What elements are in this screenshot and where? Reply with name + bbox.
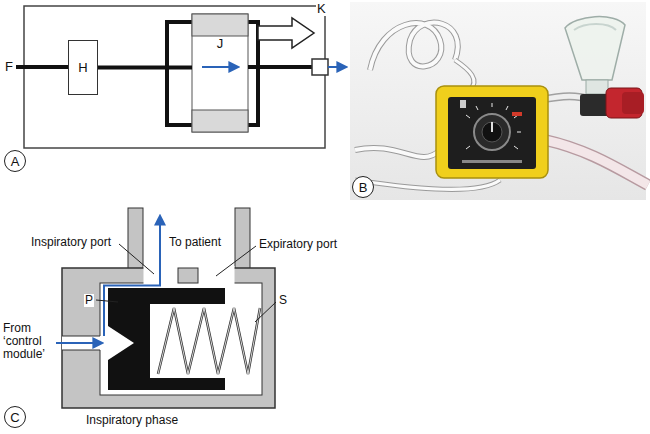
node-label: J <box>217 36 224 51</box>
node-label: A <box>11 154 20 169</box>
part-letter: P <box>84 294 94 307</box>
leader-lines <box>96 244 276 322</box>
flow-arrow <box>202 66 238 68</box>
gas-line <box>98 66 192 70</box>
port-label: Expiratory port <box>258 238 338 251</box>
part-letter: K <box>316 1 327 16</box>
component-box: H <box>68 40 98 95</box>
exhaust-arrow <box>258 18 314 48</box>
flow-arrow <box>56 342 102 344</box>
flow-arrow <box>328 66 346 68</box>
gas-line <box>16 65 68 69</box>
system-outline <box>24 6 325 148</box>
outlet-port <box>312 59 328 75</box>
node-label: C <box>10 410 19 425</box>
source-label: From ‘control module’ <box>2 322 54 361</box>
ventilator-photo <box>350 2 648 200</box>
port-label: To patient <box>168 236 222 249</box>
valve-cylinder: J <box>192 14 248 132</box>
part-letter: F <box>4 59 14 74</box>
phase-caption: Inspiratory phase <box>85 414 179 427</box>
valve-cylinder-body <box>192 14 248 132</box>
part-letter: S <box>278 294 288 307</box>
node-label: H <box>78 60 87 75</box>
flow-arrow <box>104 216 160 336</box>
port-label: Inspiratory port <box>30 236 112 249</box>
panel-letter: B <box>352 176 374 198</box>
panel-letter: C <box>4 406 26 428</box>
node-label: B <box>359 180 368 195</box>
gas-line <box>248 65 312 69</box>
panel-letter: A <box>4 150 26 172</box>
